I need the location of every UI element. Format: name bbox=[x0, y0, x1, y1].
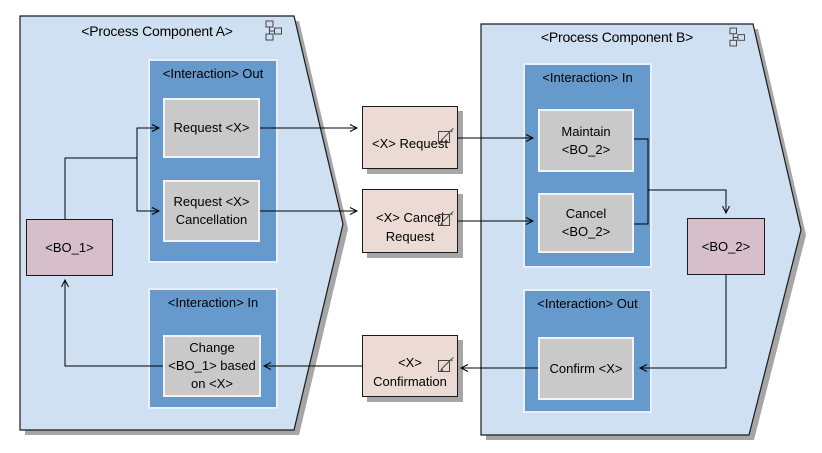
edit-document-icon bbox=[437, 338, 455, 379]
interaction-out-a-box: <Interaction> Out Request <X> Request <X… bbox=[148, 59, 278, 263]
operation-request-x: Request <X> bbox=[163, 98, 260, 158]
operation-confirm-x: Confirm <X> bbox=[538, 337, 634, 400]
interaction-in-a-box: <Interaction> In Change <BO_1> based on … bbox=[148, 288, 278, 409]
interaction-out-a-title: <Interaction> Out bbox=[162, 66, 264, 81]
interaction-in-b-box: <Interaction> In Maintain <BO_2> Cancel … bbox=[523, 63, 652, 268]
message-label: <X> Request bbox=[372, 136, 448, 151]
business-object-bo2: <BO_2> bbox=[687, 218, 765, 275]
business-object-bo1: <BO_1> bbox=[26, 219, 113, 276]
message-label: <X> Confirmation bbox=[373, 355, 447, 389]
composite-structure-icon bbox=[265, 20, 282, 46]
message-label: <X> Cancel Request bbox=[376, 210, 444, 244]
interaction-in-a-title: <Interaction> In bbox=[167, 295, 259, 310]
operation-maintain-bo2: Maintain <BO_2> bbox=[538, 109, 634, 172]
interaction-in-b-title: <Interaction> In bbox=[542, 70, 633, 85]
process-component-b-title: <Process Component B> bbox=[540, 29, 694, 45]
process-component-a-title: <Process Component A> bbox=[81, 23, 233, 39]
interaction-out-b-title: <Interaction> Out bbox=[537, 296, 638, 311]
edit-document-icon bbox=[437, 192, 455, 233]
operation-change-bo1: Change <BO_1> based on <X> bbox=[163, 335, 261, 397]
message-x-cancel-request: <X> Cancel Request bbox=[362, 189, 458, 253]
operation-cancel-bo2: Cancel <BO_2> bbox=[538, 193, 634, 253]
message-x-confirmation: <X> Confirmation bbox=[362, 335, 458, 397]
edit-document-icon bbox=[437, 109, 455, 150]
operation-request-x-cancellation: Request <X> Cancellation bbox=[163, 180, 260, 242]
composite-structure-icon bbox=[729, 27, 745, 52]
message-x-request: <X> Request bbox=[362, 106, 458, 169]
interaction-out-b-box: <Interaction> Out Confirm <X> bbox=[523, 289, 652, 413]
